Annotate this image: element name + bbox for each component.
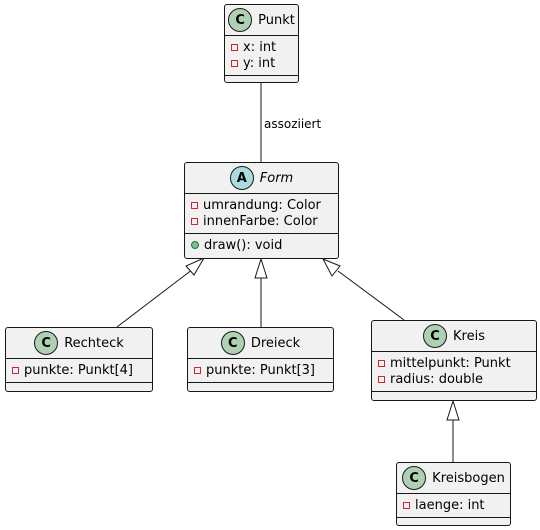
public-visibility-icon xyxy=(191,241,199,249)
attribute-text: mittelpunkt: Punkt xyxy=(390,355,511,371)
attribute: radius: double xyxy=(378,371,530,387)
inheritance-arrowhead-kreis xyxy=(321,258,341,277)
attributes-section: mittelpunkt: Punkt radius: double xyxy=(372,352,536,392)
attributes-section: x: int y: int xyxy=(225,36,298,76)
method-text: draw(): void xyxy=(204,237,283,253)
class-header: C Kreisbogen xyxy=(397,463,510,494)
class-name: Kreisbogen xyxy=(432,470,505,486)
private-visibility-icon xyxy=(231,59,238,67)
attributes-section: umrandung: Color innenFarbe: Color xyxy=(185,194,338,234)
attribute-text: punkte: Punkt[3] xyxy=(206,362,315,378)
inheritance-arrowhead-rechteck xyxy=(185,256,206,276)
private-visibility-icon xyxy=(191,217,198,225)
method: draw(): void xyxy=(191,237,332,253)
class-header: C Rechteck xyxy=(6,328,152,359)
attribute-text: umrandung: Color xyxy=(203,197,321,213)
private-visibility-icon xyxy=(378,359,385,367)
class-form[interactable]: A Form umrandung: Color innenFarbe: Colo… xyxy=(184,162,339,259)
private-visibility-icon xyxy=(194,366,201,374)
inheritance-arrowhead-dreieck xyxy=(254,257,268,279)
class-name: Punkt xyxy=(258,12,295,28)
attribute: innenFarbe: Color xyxy=(191,213,332,229)
class-punkt[interactable]: C Punkt x: int y: int xyxy=(224,4,299,83)
class-c-icon: C xyxy=(402,466,427,490)
class-header: C Punkt xyxy=(225,5,298,36)
class-c-icon: C xyxy=(34,331,59,355)
attribute-text: innenFarbe: Color xyxy=(203,213,318,229)
inheritance-line-rechteck xyxy=(116,265,198,328)
attribute: laenge: int xyxy=(403,497,504,513)
attribute: punkte: Punkt[4] xyxy=(12,362,146,378)
attribute: y: int xyxy=(231,55,292,71)
class-c-icon: C xyxy=(220,331,245,355)
attribute-text: x: int xyxy=(243,39,277,55)
class-header: C Dreieck xyxy=(188,328,333,359)
attributes-section: punkte: Punkt[3] xyxy=(188,359,333,383)
private-visibility-icon xyxy=(231,43,238,51)
private-visibility-icon xyxy=(403,501,410,509)
attributes-section: punkte: Punkt[4] xyxy=(6,359,152,383)
class-name: Kreis xyxy=(453,328,485,344)
class-name: Dreieck xyxy=(250,335,301,351)
methods-section xyxy=(397,518,510,526)
attribute-text: y: int xyxy=(243,55,276,71)
attribute: x: int xyxy=(231,39,292,55)
methods-section xyxy=(372,392,536,400)
inheritance-line-kreis xyxy=(337,270,405,321)
class-c-icon: C xyxy=(228,8,253,32)
association-label: assoziiert xyxy=(264,117,322,131)
class-header: A Form xyxy=(185,163,338,194)
methods-section: draw(): void xyxy=(185,234,338,257)
class-kreis[interactable]: C Kreis mittelpunkt: Punkt radius: doubl… xyxy=(371,320,537,401)
class-rechteck[interactable]: C Rechteck punkte: Punkt[4] xyxy=(5,327,153,392)
methods-section xyxy=(225,76,298,84)
attribute-text: laenge: int xyxy=(415,497,485,513)
attribute: mittelpunkt: Punkt xyxy=(378,355,530,371)
inheritance-arrowhead-kreisbogen xyxy=(446,399,460,421)
private-visibility-icon xyxy=(12,366,19,374)
attribute: umrandung: Color xyxy=(191,197,332,213)
class-kreisbogen[interactable]: C Kreisbogen laenge: int xyxy=(396,462,511,526)
class-dreieck[interactable]: C Dreieck punkte: Punkt[3] xyxy=(187,327,334,392)
private-visibility-icon xyxy=(378,375,385,383)
methods-section xyxy=(188,383,333,391)
attribute-text: punkte: Punkt[4] xyxy=(24,362,133,378)
private-visibility-icon xyxy=(191,201,198,209)
methods-section xyxy=(6,383,152,391)
abstract-a-icon: A xyxy=(229,166,254,190)
attributes-section: laenge: int xyxy=(397,494,510,518)
class-name: Rechteck xyxy=(64,335,124,351)
class-header: C Kreis xyxy=(372,321,536,352)
attribute-text: radius: double xyxy=(390,371,484,387)
class-name: Form xyxy=(259,170,294,186)
attribute: punkte: Punkt[3] xyxy=(194,362,327,378)
class-c-icon: C xyxy=(423,324,448,348)
